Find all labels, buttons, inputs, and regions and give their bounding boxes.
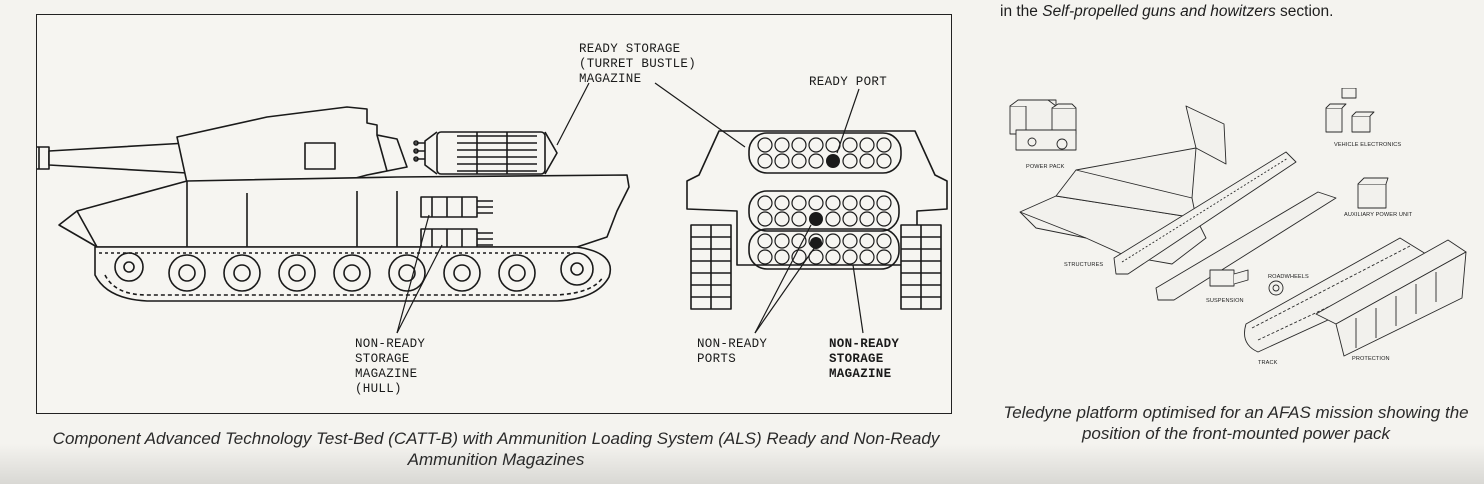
ready-port-marker xyxy=(826,154,840,168)
non-ready-port-marker-upper xyxy=(809,212,823,226)
teledyne-platform-figure: POWER PACK VEHICLE ELECTRONICS AUXILIARY… xyxy=(996,88,1468,388)
tank-track xyxy=(94,246,612,302)
hull-lower-rail-drawing xyxy=(1155,191,1337,301)
part-label-suspension: SUSPENSION xyxy=(1206,298,1244,304)
label-non-ready-hull: NON-READY STORAGE MAGAZINE (HULL) xyxy=(355,337,426,396)
label-non-ready-ports: NON-READY PORTS xyxy=(697,337,768,366)
catt-b-figure: READY STORAGE (TURRET BUSTLE) MAGAZINE R… xyxy=(36,14,952,414)
vehicle-electronics-drawing xyxy=(1325,88,1375,133)
part-label-track: TRACK xyxy=(1258,360,1278,366)
hull-side-rail-drawing xyxy=(1113,151,1297,275)
part-label-roadwheels: ROADWHEELS xyxy=(1268,274,1309,280)
right-figure-caption: Teledyne platform optimised for an AFAS … xyxy=(1003,403,1469,443)
left-figure-caption: Component Advanced Technology Test-Bed (… xyxy=(52,429,940,469)
protection-drawing xyxy=(1315,239,1467,357)
intro-suffix: section. xyxy=(1275,3,1334,20)
part-label-vehicle-electronics: VEHICLE ELECTRONICS xyxy=(1334,142,1402,148)
auxiliary-power-unit-drawing xyxy=(1357,177,1389,209)
power-pack-drawing xyxy=(1009,99,1077,151)
part-label-structures: STRUCTURES xyxy=(1064,262,1104,268)
teledyne-exploded-drawing xyxy=(1009,88,1467,357)
tank-hull xyxy=(58,174,630,250)
page-bottom-shadow xyxy=(0,444,1484,484)
catt-b-drawing xyxy=(37,82,948,334)
tank-gun-barrel xyxy=(37,142,188,174)
part-label-power-pack: POWER PACK xyxy=(1026,164,1065,170)
label-ready-port: READY PORT xyxy=(809,75,888,89)
label-non-ready-storage: NON-READY STORAGE MAGAZINE xyxy=(829,337,900,381)
intro-section-name: Self-propelled guns and howitzers xyxy=(1042,3,1276,20)
intro-text: in the Self-propelled guns and howitzers… xyxy=(1000,2,1333,22)
leader-lines xyxy=(396,82,864,334)
part-label-auxiliary-power-unit: AUXILIARY POWER UNIT xyxy=(1344,212,1413,218)
intro-prefix: in the xyxy=(1000,3,1043,20)
non-ready-port-marker-lower xyxy=(810,237,822,249)
tank-rear-view xyxy=(686,130,948,310)
suspension-drawing xyxy=(1209,269,1284,296)
label-ready-storage: READY STORAGE (TURRET BUSTLE) MAGAZINE xyxy=(579,42,697,86)
part-label-protection: PROTECTION xyxy=(1352,356,1390,362)
